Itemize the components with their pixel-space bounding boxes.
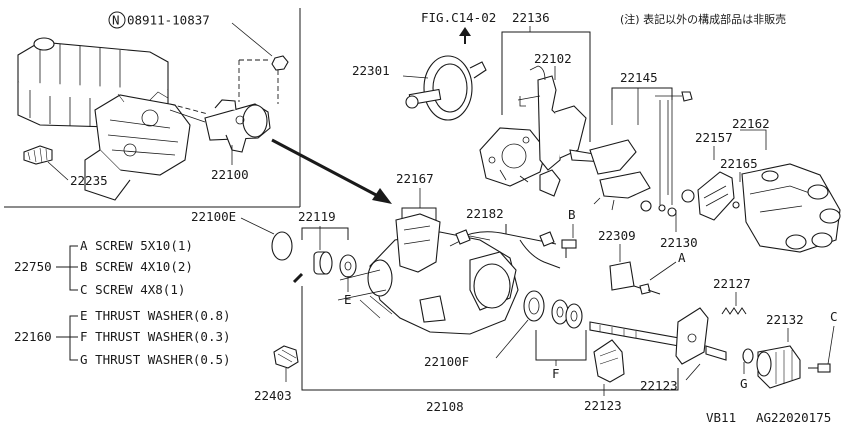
washer-G bbox=[742, 348, 754, 364]
part-22127-spring bbox=[721, 307, 747, 315]
direction-arrow bbox=[271, 138, 392, 204]
letter-F: F bbox=[552, 366, 560, 381]
group-22750-item-A: A SCREW 5X10(1) bbox=[80, 238, 193, 253]
part-22100E-oring bbox=[271, 231, 293, 261]
pin bbox=[292, 272, 304, 284]
label-22100F: 22100F bbox=[424, 354, 469, 369]
label-22132: 22132 bbox=[766, 312, 804, 327]
letter-A: A bbox=[678, 250, 686, 265]
part-22145-bracket bbox=[589, 139, 677, 217]
letter-B: B bbox=[568, 207, 576, 222]
letter-G: G bbox=[740, 376, 748, 391]
label-22119: 22119 bbox=[298, 209, 336, 224]
top-bolt-marker: N bbox=[112, 13, 120, 28]
group-22750: 22750 A SCREW 5X10(1) B SCREW 4X10(2) C … bbox=[14, 238, 193, 297]
label-22167: 22167 bbox=[396, 171, 434, 186]
part-22301-vacuum-advance bbox=[402, 55, 487, 121]
letter-C: C bbox=[830, 309, 838, 324]
footer-code: AG22020175 bbox=[756, 410, 831, 425]
top-bolt-label: N 08911-10837 bbox=[108, 11, 210, 29]
part-22403 bbox=[273, 345, 299, 382]
part-22102-contact-set bbox=[517, 65, 608, 197]
label-22100E: 22100E bbox=[191, 209, 236, 224]
letter-E: E bbox=[344, 292, 352, 307]
label-22102: 22102 bbox=[534, 51, 572, 66]
label-22165: 22165 bbox=[720, 156, 758, 171]
part-22162-distributor-cap bbox=[741, 163, 841, 253]
part-22119-gear bbox=[313, 251, 357, 278]
label-22136: 22136 bbox=[512, 10, 550, 25]
label-22301: 22301 bbox=[352, 63, 390, 78]
part-22157-rotor bbox=[681, 171, 740, 221]
label-22108: 22108 bbox=[426, 399, 464, 414]
label-22309: 22309 bbox=[598, 228, 636, 243]
label-22130: 22130 bbox=[660, 235, 698, 250]
part-22132-drive-gear bbox=[756, 345, 801, 389]
group-22160-item-F: F THRUST WASHER(0.3) bbox=[80, 329, 231, 344]
label-22162: 22162 bbox=[732, 116, 770, 131]
part-22235-clip bbox=[23, 145, 69, 181]
label-22235: 22235 bbox=[70, 173, 108, 188]
part-22108-housing bbox=[337, 213, 519, 335]
engine-block-illustration bbox=[17, 37, 191, 201]
part-22123-governor-weight bbox=[593, 339, 625, 383]
fig-reference: FIG.C14-02 bbox=[421, 10, 496, 25]
part-22123-shaft bbox=[589, 307, 727, 365]
screw-C bbox=[808, 363, 831, 373]
group-22750-item-C: C SCREW 4X8(1) bbox=[80, 282, 185, 297]
washer-set-F bbox=[551, 299, 583, 329]
inset-distributor bbox=[169, 99, 271, 153]
engine-inset: N 08911-10837 22235 22100 bbox=[4, 8, 301, 208]
label-22100: 22100 bbox=[211, 167, 249, 182]
label-22182: 22182 bbox=[466, 206, 504, 221]
note-not-sold: (注) 表記以外の構成部品は非販売 bbox=[620, 12, 786, 26]
screw-B bbox=[561, 239, 577, 258]
screw-A bbox=[639, 283, 661, 295]
group-22750-item-B: B SCREW 4X10(2) bbox=[80, 259, 193, 274]
group-22750-code: 22750 bbox=[14, 259, 52, 274]
label-22145: 22145 bbox=[620, 70, 658, 85]
group-22160: 22160 E THRUST WASHER(0.8) F THRUST WASH… bbox=[14, 308, 231, 367]
part-22182-lead-wire bbox=[455, 224, 561, 269]
footer-model: VB11 bbox=[706, 410, 736, 425]
label-22157: 22157 bbox=[695, 130, 733, 145]
fig-ref-arrow bbox=[459, 27, 471, 44]
label-22123-shaft: 22123 bbox=[640, 378, 678, 393]
group-22160-code: 22160 bbox=[14, 329, 52, 344]
part-22100F-seal bbox=[523, 290, 545, 322]
label-22127: 22127 bbox=[713, 276, 751, 291]
part-22136-breaker-plate bbox=[479, 127, 547, 187]
top-bolt-part-number: 08911-10837 bbox=[127, 13, 210, 28]
label-22123-weight: 22123 bbox=[584, 398, 622, 413]
group-22160-item-E: E THRUST WASHER(0.8) bbox=[80, 308, 231, 323]
group-22160-item-G: G THRUST WASHER(0.5) bbox=[80, 352, 231, 367]
inset-bolt bbox=[231, 22, 289, 104]
label-22403: 22403 bbox=[254, 388, 292, 403]
